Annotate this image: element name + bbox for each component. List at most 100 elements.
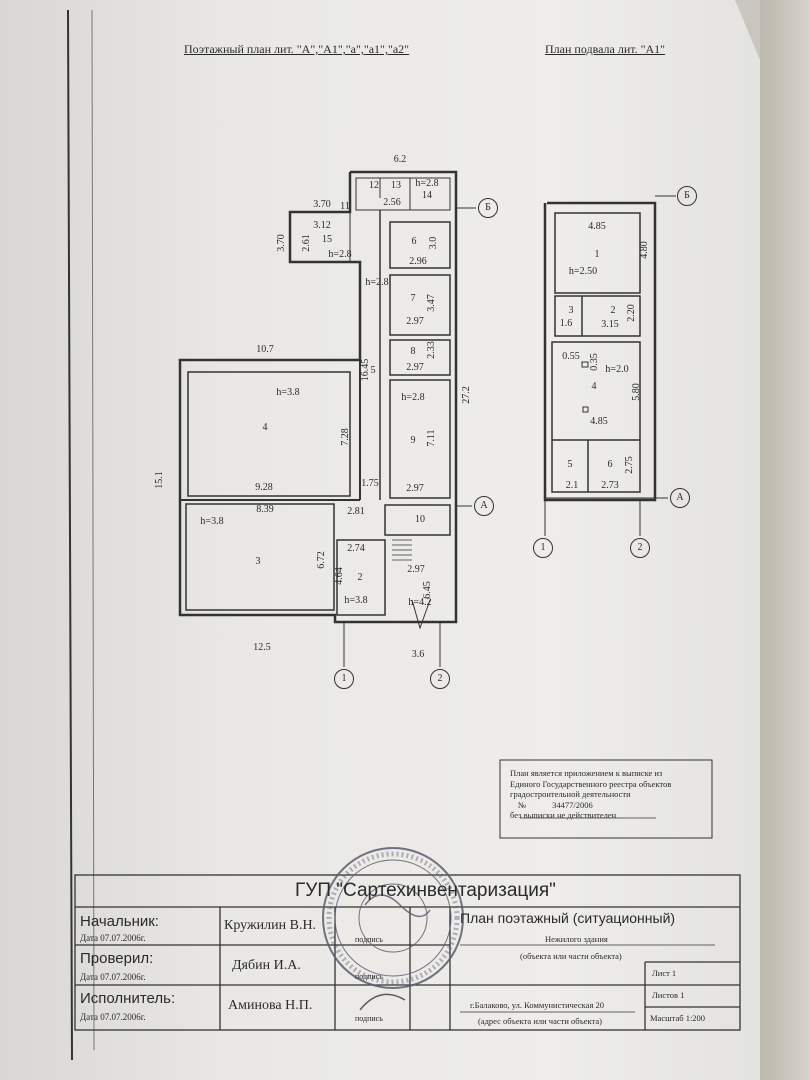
floor-plan-label: h=2.8 [401,392,425,403]
floor-plan-label: 2.96 [409,256,427,267]
basement-label: 3 [568,305,574,316]
floor-plan-label: h=3.8 [276,387,300,398]
basement-label: 6 [607,459,613,470]
floor-plan-label: 2.97 [406,316,424,327]
floor-plan-label: 3.12 [313,220,331,231]
main-building-walls [178,170,476,667]
floor-plan-label: h=4.2 [408,597,432,608]
date-chief: Дата 07.07.2006г. [80,933,146,943]
floor-plan-label: 11 [340,201,350,212]
floor-plan-label: 10.7 [256,344,274,355]
floor-plan-label: 3 [255,556,261,567]
floor-plan-label: 2.97 [407,564,425,575]
title-block-grid [74,874,741,1031]
address: г.Балаково, ул. Коммунистическая 20 [470,1000,604,1010]
role-executor: Исполнитель: [80,990,176,1007]
floor-plan-label: 7.11 [426,429,437,447]
basement-label: h=2.0 [605,364,629,375]
organization-name: ГУП "Сартехинвентаризация" [295,880,556,901]
floor-plan-label: h=2.8 [328,249,352,260]
note-number: № 34477/2006 [510,800,671,811]
floor-plan-label: 9 [410,435,416,446]
axis-marker: А [474,496,494,516]
floor-plan-label: 3.47 [426,294,437,312]
basement-plan-heading: План подвала лит. "А1" [545,42,666,56]
floor-plan-label: h=3.8 [200,516,224,527]
sign-checker: подпись [355,972,383,981]
plan-type: План поэтажный (ситуационный) [460,910,676,926]
floor-plan-label: 1.75 [361,478,379,489]
number-prefix: № [518,799,527,810]
floor-plan-label: 2.61 [301,234,312,252]
basement-label: 4.80 [639,241,650,259]
floor-plan-label: h=2.8 [365,277,389,288]
address-caption: (адрес объекта или части объекта) [478,1016,602,1026]
name-checker: Дябин И.А. [232,958,301,973]
sign-executor: подпись [355,1014,383,1023]
floor-plan-label: 10 [415,514,425,525]
basement-label: 2 [610,305,616,316]
date-executor: Дата 07.07.2006г. [80,1012,146,1022]
sheet-count: Листов 1 [652,990,685,1000]
floor-plan-label: 3.6 [411,649,425,660]
floor-plan-heading: Поэтажный план лит. "А","А1","а","а1","а… [184,42,410,56]
floor-plan-label: 9.28 [255,482,273,493]
table-surface [760,0,810,1080]
scale: Масштаб 1:200 [650,1013,706,1023]
note-line: градостроительной деятельности [510,789,631,799]
axis-marker: 1 [334,669,354,689]
official-stamp [322,847,464,1011]
floor-plan-label: 2.81 [347,506,365,517]
basement-label: 0.35 [589,353,600,371]
floor-plan-label: 2.56 [383,197,401,208]
name-chief: Кружилин В.Н. [224,918,317,933]
basement-label: 5 [567,459,573,470]
floor-plan-label: 8.39 [256,504,274,515]
axis-marker: 2 [630,538,650,558]
floor-plan-label: 4.64 [334,567,345,585]
note-line: Единого Государственного реестра объекто… [510,778,672,789]
certificate-note: План является приложением к выписке из Е… [510,768,671,821]
role-checker: Проверил: [80,950,154,967]
object-name: Нежилого здания [545,934,608,944]
basement-walls [543,195,676,536]
basement-label: 2.75 [624,456,635,474]
basement-label: h=2.50 [568,266,598,277]
register-number: 34477/2006 [552,799,593,810]
basement-label: 3.15 [601,319,619,330]
floor-plan-label: 2.33 [426,341,437,359]
floor-plan-label: 6 [411,236,417,247]
certificate-box [499,759,713,839]
basement-label: 4.85 [590,416,608,427]
floor-plan-label: 8 [410,346,416,357]
object-caption: (объекта или части объекта) [520,951,622,961]
floor-plan-label: 13 [391,180,401,191]
floor-plan-label: 27.2 [461,386,472,404]
note-line: План является приложением к выписке из [510,768,663,778]
basement-label: 0.55 [562,351,580,362]
role-chief: Начальник: [80,913,159,930]
axis-marker: Б [478,198,498,218]
floor-plan-label: 4 [262,422,268,433]
basement-label: 1.6 [559,318,573,329]
basement-label: 5.80 [631,383,642,401]
floor-plan-label: 3.70 [313,199,331,210]
floor-plan-label: 15 [322,234,332,245]
axis-marker: А [670,488,690,508]
floor-plan-label: 2.74 [347,543,365,554]
floor-plan-label: h=3.8 [344,595,368,606]
basement-label: 4 [591,381,597,392]
axis-marker: 1 [533,538,553,558]
margin-line [67,9,73,1061]
floor-plan-label: 3.0 [428,236,439,250]
floor-plan-label: h=2.8 [415,178,439,189]
basement-label: 4.85 [588,221,606,232]
name-executor: Аминова Н.П. [228,998,313,1013]
floor-plan-label: 7 [410,293,416,304]
floor-plan-label: 5 [370,365,376,376]
floor-plan-label: 2.97 [406,483,424,494]
floor-plan-label: 6.72 [316,551,327,569]
basement-label: 2.20 [626,304,637,322]
frame-line [91,9,95,1051]
